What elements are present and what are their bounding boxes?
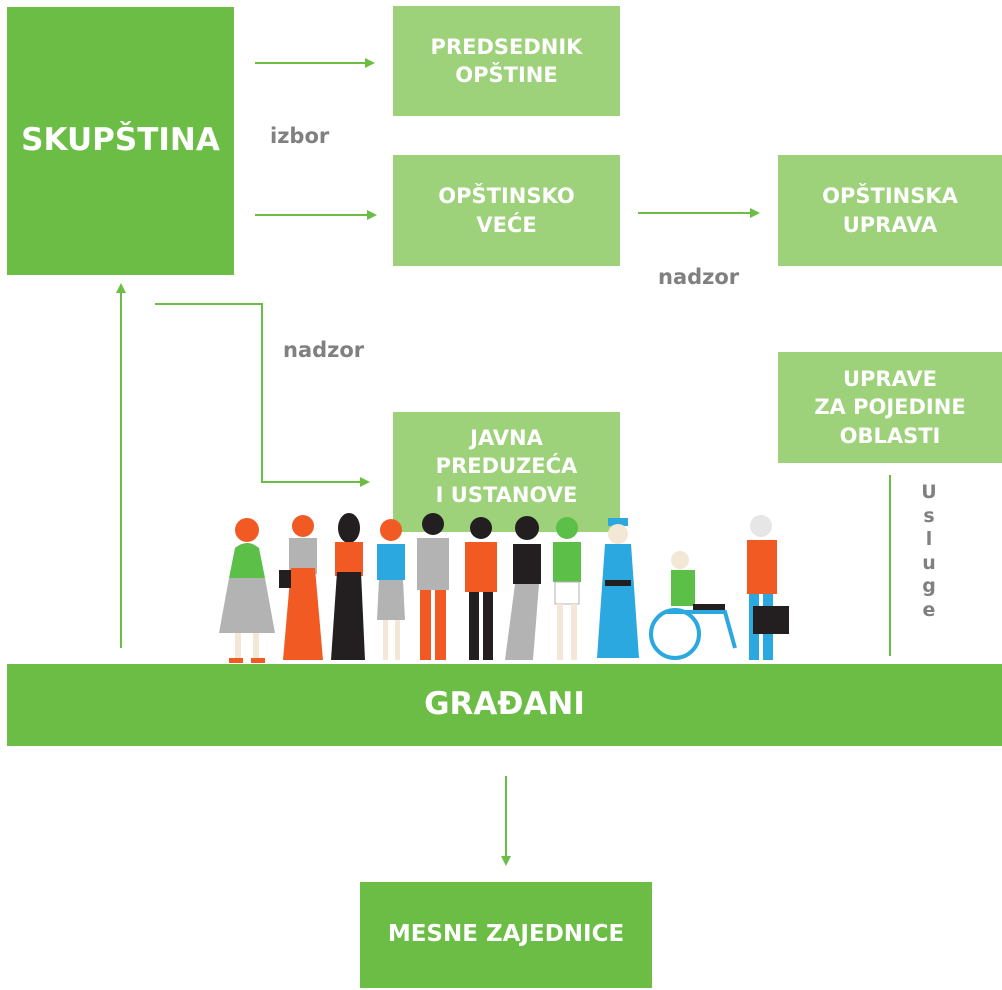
node-predsednik-opstine: PREDSEDNIK OPŠTINE [393,6,620,116]
arrow-skupstina-javna [155,303,370,487]
person-1 [219,518,275,663]
node-opstinska-uprava: OPŠTINSKA UPRAVA [778,155,1002,266]
person-10-wheelchair [649,551,737,660]
person-9 [597,518,639,658]
person-5 [417,513,449,660]
edge-label-usluge: U s l u g e [921,481,937,621]
node-gradjani: GRAĐANI [7,664,1002,746]
node-skupstina: SKUPŠTINA [7,7,234,275]
person-7 [505,516,541,660]
node-uprave-za-pojedine-oblasti: UPRAVE ZA POJEDINE OBLASTI [778,352,1002,463]
person-4 [377,519,405,660]
person-2 [279,515,323,660]
citizens-illustration [219,513,789,663]
node-javna-preduzeca: JAVNA PREDUZEĆA I USTANOVE [393,412,620,532]
node-opstinsko-vece: OPŠTINSKO VEĆE [393,155,620,266]
edge-label-izbor: izbor [270,124,330,148]
person-11 [747,515,789,660]
person-6 [465,517,497,660]
node-mesne-zajednice: MESNE ZAJEDNICE [360,882,652,988]
edge-label-nadzor-uprava: nadzor [658,265,740,289]
person-8 [553,517,581,660]
edge-label-nadzor-javna: nadzor [283,338,365,362]
person-3 [331,513,365,660]
